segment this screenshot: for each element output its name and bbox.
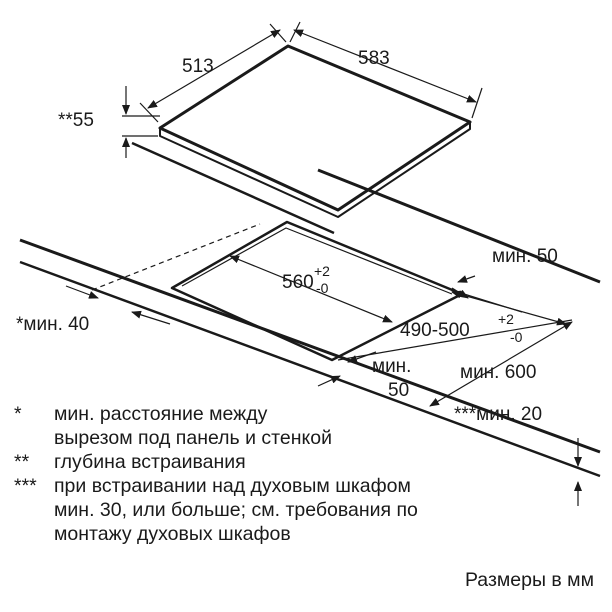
worktop-depth-dimension [429,321,573,407]
cutout-width-dimension [229,255,393,323]
footnote-side-distance: * мин. расстояние между вырезом под пане… [14,402,604,450]
worktop-back-edge [19,238,601,454]
worktop-front-edge [19,260,601,478]
side-clearance-label: *мин. 40 [16,314,89,335]
rear-clearance-dimension [451,275,476,299]
cutout-depth-label: 490-500 [400,320,470,341]
footnote-mark: *** [14,475,37,497]
front-clearance-label-line1: мин. [372,356,411,377]
hob-side-edge [159,122,471,218]
hob-width-label: 583 [358,48,390,69]
worktop-rear-edge [317,168,601,284]
cutout-width-sup: +2 [314,263,330,279]
cutout-depth-sub: -0 [510,329,523,345]
side-clearance-dimension [65,285,171,325]
footnote-text: мин. расстояние между вырезом под панель… [54,403,332,449]
hob-bottom-edge [131,141,335,235]
hob-thickness-label: **55 [58,110,94,131]
footnote-mark: * [14,403,22,425]
footnotes: * мин. расстояние между вырезом под пане… [14,402,604,546]
hob-depth-dimension [139,23,287,123]
footnote-text: глубина встраивания [54,451,246,473]
hob-width-dimension [289,21,483,119]
footnote-mark: ** [14,451,30,473]
footnote-oven-installation: *** при встраивании над духовым шкафом м… [14,474,604,546]
worktop [19,168,601,478]
cutout-width-label: 560 [282,272,314,293]
rear-clearance-label: мин. 50 [492,246,558,267]
footnote-text: при встраивании над духовым шкафом мин. … [54,475,418,545]
units-caption: Размеры в мм [464,569,594,591]
hob-projection-line [91,223,261,291]
cutout-depth-sup: +2 [498,311,514,327]
cutout-depth-base: 490-500 [400,320,470,341]
cutout-inner-edge [181,227,453,295]
hob-depth-label: 513 [182,56,214,77]
worktop-depth-label: мин. 600 [460,362,536,383]
front-clearance-label-line2: 50 [388,380,409,401]
cutout-width-sub: -0 [316,280,329,296]
cutout-width-base: 560 [282,272,314,293]
front-clearance-dimension [317,351,377,387]
footnote-installation-depth: ** глубина встраивания [14,450,604,474]
hob-thickness-dimension [122,86,160,158]
worktop-thickness-label: ***мин. 20 [454,404,542,425]
